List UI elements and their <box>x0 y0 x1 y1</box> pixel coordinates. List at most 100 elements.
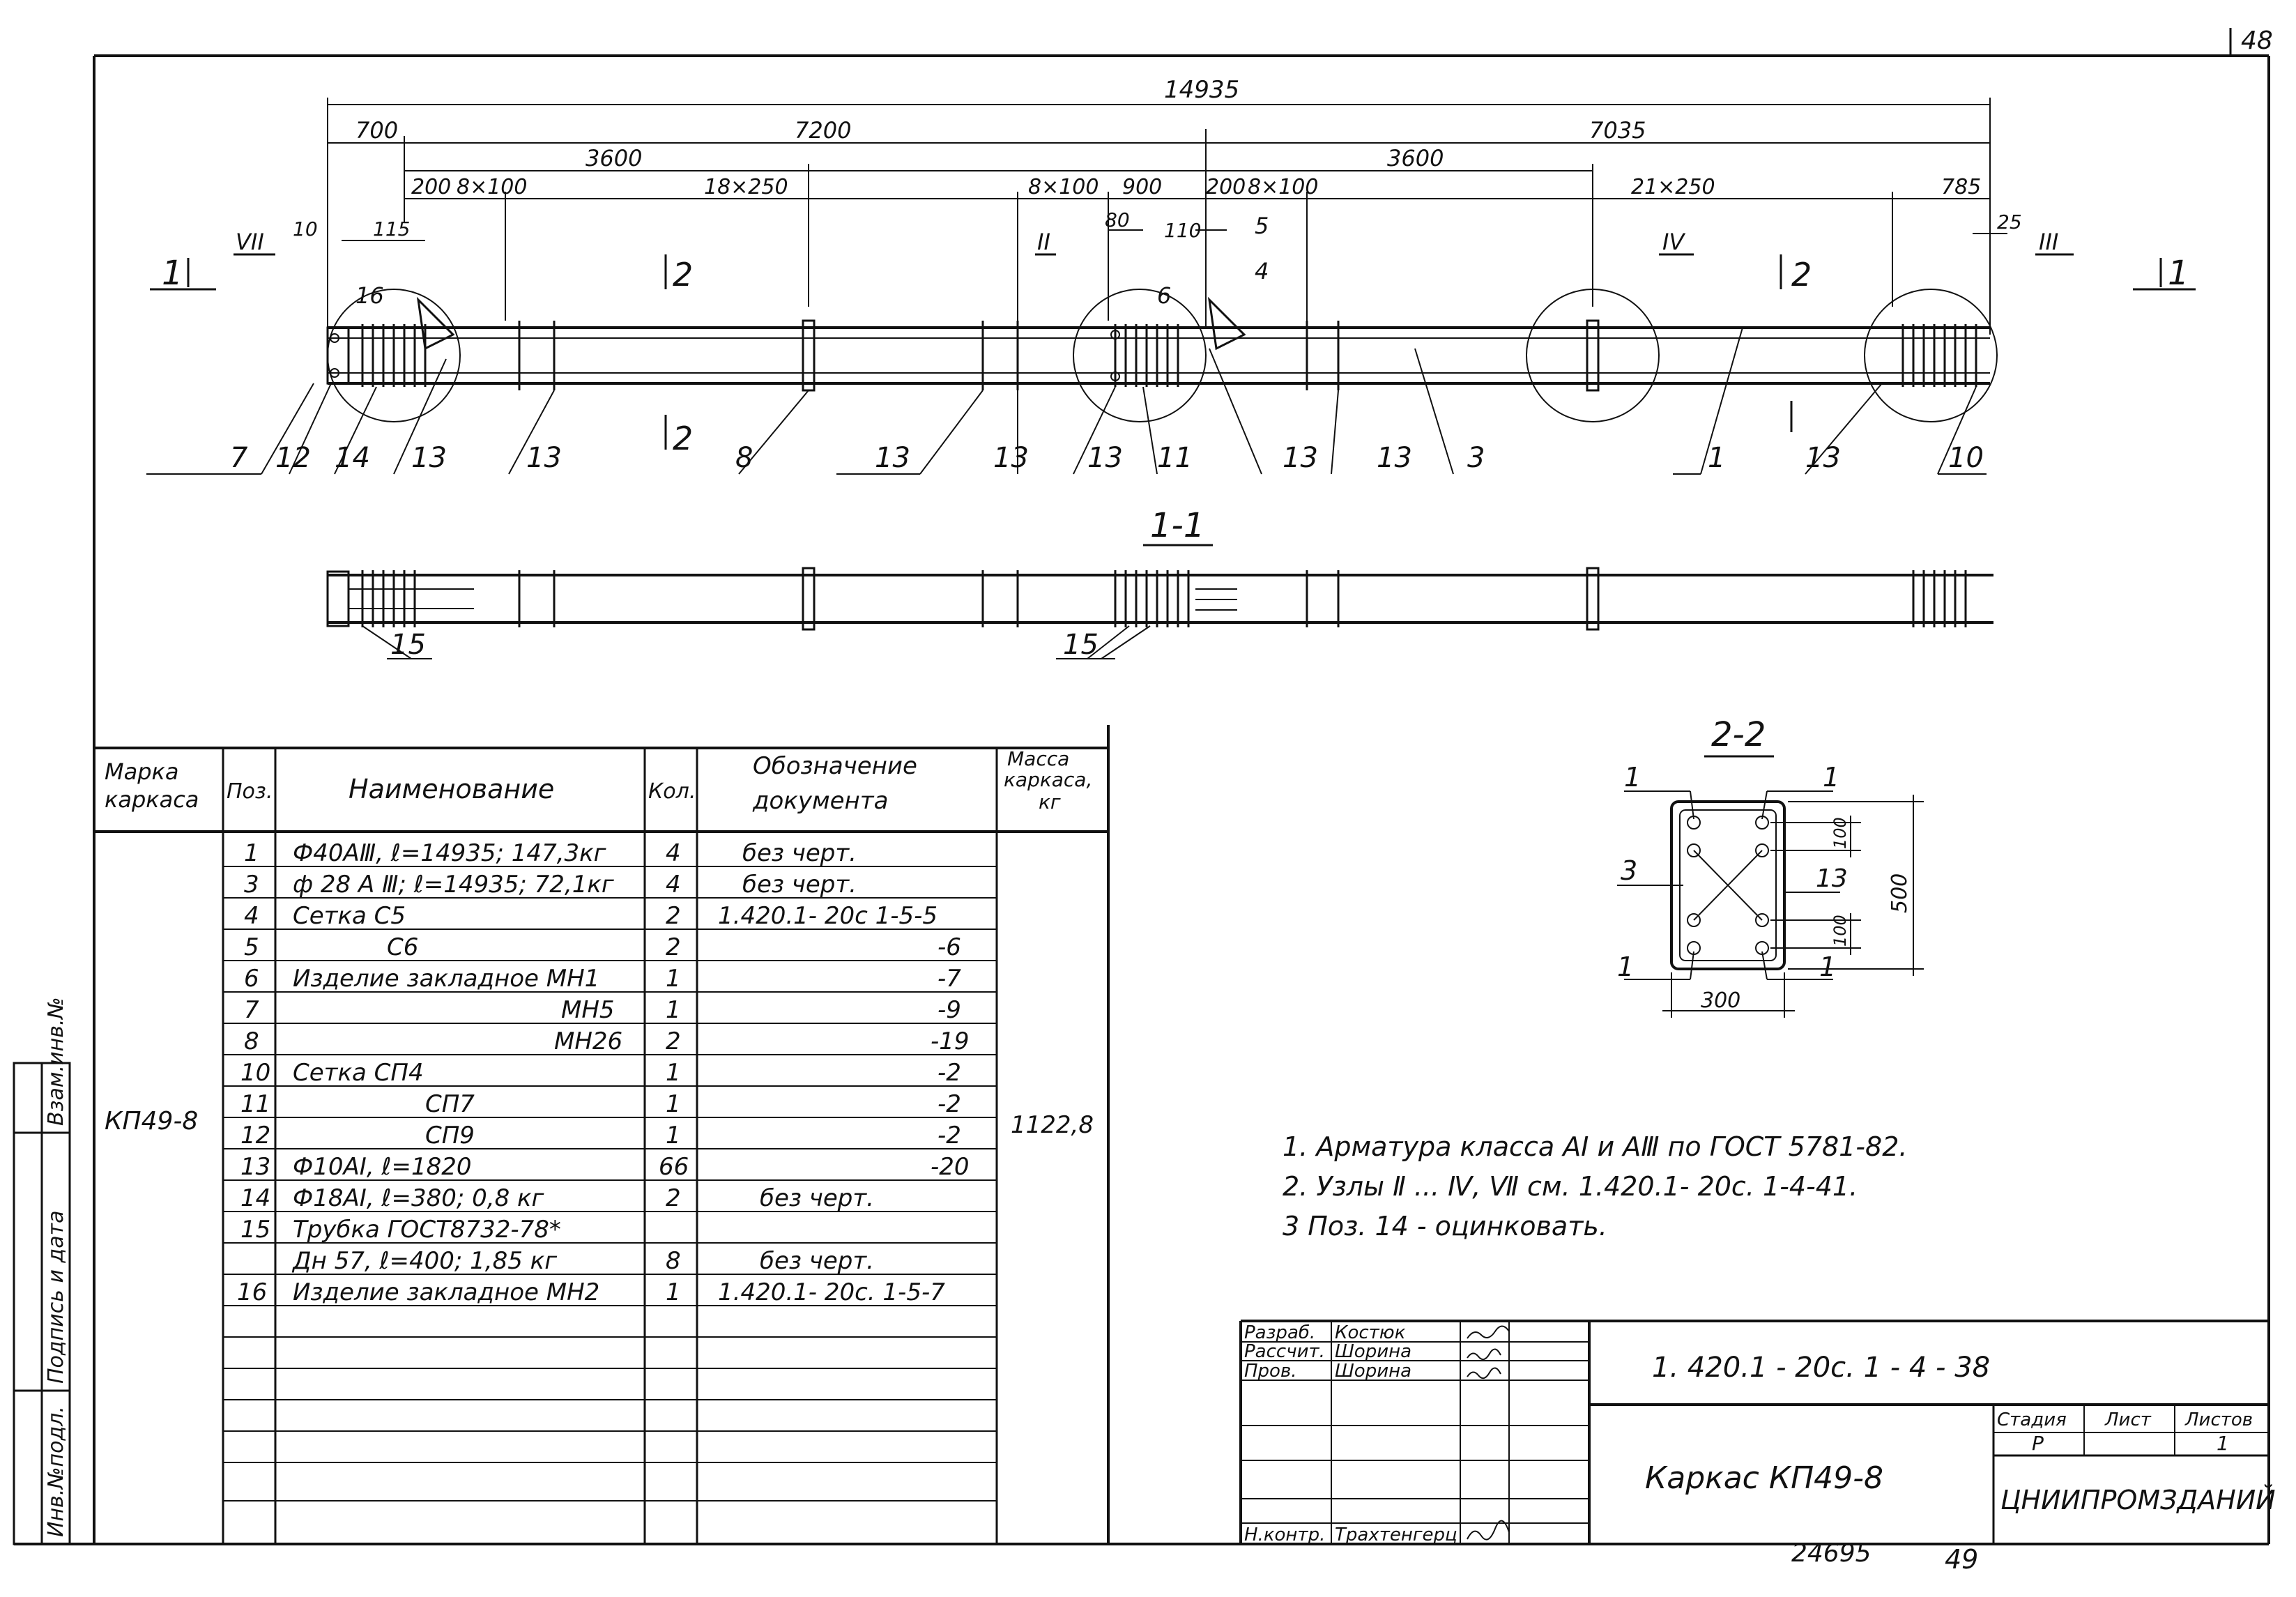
svg-text:-9: -9 <box>937 996 961 1024</box>
svg-text:Сетка СП4: Сетка СП4 <box>293 1059 424 1087</box>
svg-text:14: 14 <box>240 1184 270 1212</box>
title-block-staff: Разраб. Костюк Рассчит. Шорина Пров. Шор… <box>1244 1322 1457 1545</box>
svg-text:Изделие закладное МН1: Изделие закладное МН1 <box>293 965 599 993</box>
callout-13g: 13 <box>1377 442 1412 474</box>
header-name: Наименование <box>349 774 554 804</box>
section-marks <box>150 253 2196 450</box>
svg-text:Ф10АⅠ, ℓ=1820: Ф10АⅠ, ℓ=1820 <box>293 1153 472 1181</box>
cut-2-b: 2 <box>673 420 693 457</box>
dim-8x100a: 8×100 <box>457 175 527 199</box>
cut-1-left: 1 <box>162 254 183 293</box>
dim-80: 80 <box>1105 208 1130 231</box>
svg-text:4: 4 <box>666 871 681 899</box>
header-mark-2: каркаса <box>105 786 199 813</box>
section-2-2-c1-tr: 1 <box>1823 762 1839 793</box>
dim-115: 115 <box>373 217 410 240</box>
dim-785: 785 <box>1941 175 1981 199</box>
side-stamp-sign: Подпись и дата <box>44 1211 68 1384</box>
callout-13d: 13 <box>993 442 1029 474</box>
callout-13a: 13 <box>411 442 447 474</box>
sheets-label: Листов <box>2184 1409 2253 1430</box>
header-mass-2: каркаса, <box>1004 768 1092 791</box>
section-2-2-c13: 13 <box>1816 864 1848 893</box>
dim-110: 110 <box>1164 219 1201 242</box>
svg-text:-6: -6 <box>937 933 961 961</box>
svg-text:2: 2 <box>666 1027 681 1055</box>
cut-2-c: 2 <box>1791 256 1812 293</box>
page-number: 49 <box>1945 1544 1978 1575</box>
callout-8: 8 <box>735 442 753 474</box>
dim-3600a: 3600 <box>586 145 642 171</box>
header-pos: Поз. <box>227 779 273 804</box>
svg-text:3: 3 <box>244 871 259 899</box>
document-name: Каркас КП49-8 <box>1645 1460 1883 1496</box>
roman-ii: II <box>1037 229 1050 255</box>
pos-5: 5 <box>1255 213 1269 239</box>
svg-text:6: 6 <box>244 965 259 993</box>
section-1-1-drawing <box>326 567 1993 659</box>
signatures <box>1467 1325 1510 1541</box>
svg-text:2: 2 <box>666 902 681 930</box>
dim-25: 25 <box>1997 211 2022 234</box>
svg-text:4: 4 <box>244 902 259 930</box>
svg-text:без черт.: без черт. <box>760 1247 874 1275</box>
svg-text:10: 10 <box>240 1059 270 1087</box>
svg-text:12: 12 <box>240 1122 270 1149</box>
svg-text:4: 4 <box>666 839 681 867</box>
svg-text:1.420.1- 20с. 1-5-7: 1.420.1- 20с. 1-5-7 <box>718 1278 945 1306</box>
dim-21x250: 21×250 <box>1631 175 1715 199</box>
callout-7: 7 <box>230 442 248 474</box>
side-stamp-repl: Взам.инв.№ <box>44 997 68 1126</box>
document-code: 1. 420.1 - 20с. 1 - 4 - 38 <box>1652 1352 1990 1384</box>
corner-sheet-number: 48 <box>2241 26 2273 55</box>
svg-text:-19: -19 <box>931 1027 970 1055</box>
svg-text:7: 7 <box>244 996 259 1024</box>
svg-text:без черт.: без черт. <box>760 1184 874 1212</box>
cut-1-right: 1 <box>2168 254 2189 293</box>
svg-text:1: 1 <box>666 1059 681 1087</box>
svg-text:1: 1 <box>666 1090 681 1118</box>
svg-text:2: 2 <box>666 1184 681 1212</box>
svg-text:Пров.: Пров. <box>1244 1361 1297 1382</box>
svg-text:СП7: СП7 <box>425 1090 475 1118</box>
svg-text:Трахтенгерц: Трахтенгерц <box>1335 1525 1457 1545</box>
pos-16: 16 <box>355 282 384 309</box>
svg-text:2: 2 <box>666 933 681 961</box>
dimension-lines <box>327 98 2007 335</box>
svg-text:13: 13 <box>240 1153 270 1181</box>
svg-text:-2: -2 <box>937 1059 961 1087</box>
svg-text:МН5: МН5 <box>561 996 615 1024</box>
section-2-2-c1-tl: 1 <box>1624 762 1641 793</box>
callout-13h: 13 <box>1805 442 1841 474</box>
svg-text:Ф40АⅢ, ℓ=14935; 147,3кг: Ф40АⅢ, ℓ=14935; 147,3кг <box>293 839 607 867</box>
svg-text:1.420.1- 20с 1-5-5: 1.420.1- 20с 1-5-5 <box>718 902 937 930</box>
title-block-grid <box>1239 1320 2269 1544</box>
note-2: 2. Узлы Ⅱ ... Ⅳ, Ⅶ см. 1.420.1- 20с. 1-4… <box>1283 1171 1858 1202</box>
section-2-2-height: 500 <box>1888 873 1912 913</box>
svg-text:15: 15 <box>240 1216 270 1244</box>
svg-text:-20: -20 <box>931 1153 970 1181</box>
archive-code: 24695 <box>1791 1539 1872 1568</box>
section-1-1-callout-15a: 15 <box>390 629 426 661</box>
svg-text:16: 16 <box>237 1278 267 1306</box>
svg-text:без черт.: без черт. <box>742 839 857 867</box>
header-doc-2: документа <box>752 787 888 815</box>
svg-text:1: 1 <box>666 965 681 993</box>
dim-7200: 7200 <box>795 117 851 144</box>
section-2-2-drawing <box>1617 790 1924 1018</box>
svg-text:Изделие закладное МН2: Изделие закладное МН2 <box>293 1278 599 1306</box>
svg-text:1: 1 <box>666 1122 681 1149</box>
dim-7035: 7035 <box>1589 117 1646 144</box>
dim-total: 14935 <box>1164 76 1239 104</box>
pos-6: 6 <box>1157 282 1171 309</box>
dim-200b: 200 <box>1206 175 1246 199</box>
